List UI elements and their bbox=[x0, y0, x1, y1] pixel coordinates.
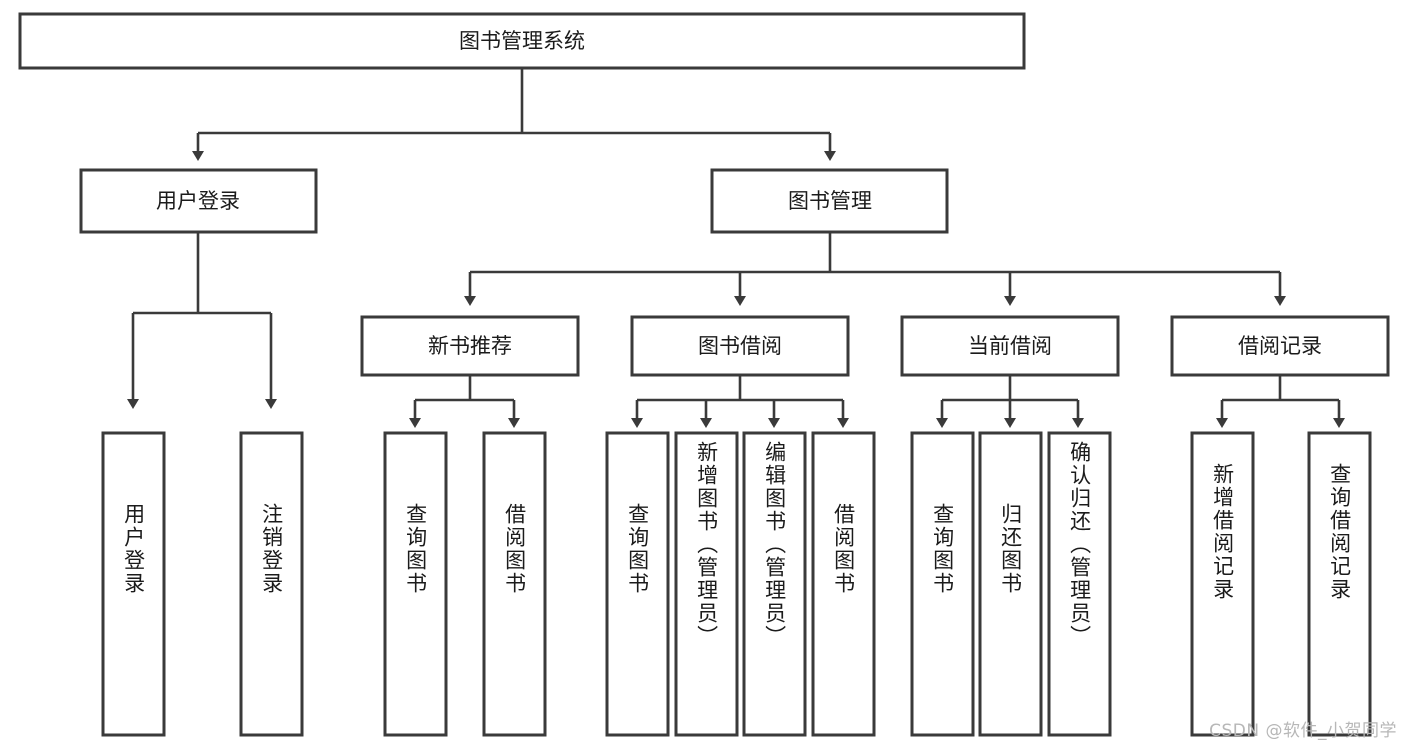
leaf-edit-book[interactable] bbox=[742, 431, 807, 737]
node-borrow-record-label: 借阅记录 bbox=[1238, 334, 1322, 358]
connector-bookmanage-to-level3 bbox=[464, 232, 1286, 306]
connector-newbook-to-leaves bbox=[409, 375, 520, 428]
connector-currentborrow-to-leaves bbox=[936, 375, 1084, 428]
leaf-user-login[interactable] bbox=[101, 431, 166, 737]
leaf-confirm-return[interactable] bbox=[1047, 431, 1112, 737]
connector-root-to-level2 bbox=[192, 68, 836, 161]
leaf-query-book-3[interactable] bbox=[910, 431, 975, 737]
csdn-watermark: CSDN @软件_小贺同学 bbox=[1209, 721, 1397, 741]
node-book-borrow-label: 图书借阅 bbox=[698, 334, 782, 358]
node-new-book-recommend-label: 新书推荐 bbox=[428, 334, 512, 358]
node-root-label: 图书管理系统 bbox=[459, 29, 585, 53]
leaf-return-book[interactable] bbox=[978, 431, 1043, 737]
leaf-logout-login[interactable] bbox=[239, 431, 304, 737]
node-book-manage-label: 图书管理 bbox=[788, 189, 872, 213]
connector-borrowrecord-to-leaves bbox=[1216, 375, 1345, 428]
node-current-borrow[interactable]: 当前借阅 bbox=[900, 315, 1120, 377]
leaf-query-record[interactable] bbox=[1307, 431, 1372, 737]
leaf-query-book-2[interactable] bbox=[605, 431, 670, 737]
leaf-add-record[interactable] bbox=[1190, 431, 1255, 737]
connector-userlogin-to-leaves bbox=[127, 232, 277, 409]
connector-bookborrow-to-leaves bbox=[631, 375, 849, 428]
node-user-login-label: 用户登录 bbox=[156, 189, 240, 213]
node-borrow-record[interactable]: 借阅记录 bbox=[1170, 315, 1390, 377]
leaf-borrow-book-2[interactable] bbox=[811, 431, 876, 737]
node-book-borrow[interactable]: 图书借阅 bbox=[630, 315, 850, 377]
node-user-login[interactable]: 用户登录 bbox=[79, 168, 318, 234]
leaf-add-book[interactable] bbox=[674, 431, 739, 737]
leaf-query-book-1[interactable] bbox=[383, 431, 448, 737]
node-new-book-recommend[interactable]: 新书推荐 bbox=[360, 315, 580, 377]
node-root[interactable]: 图书管理系统 bbox=[18, 12, 1026, 70]
leaf-borrow-book-1[interactable] bbox=[482, 431, 547, 737]
node-current-borrow-label: 当前借阅 bbox=[968, 334, 1052, 358]
node-book-manage[interactable]: 图书管理 bbox=[710, 168, 949, 234]
